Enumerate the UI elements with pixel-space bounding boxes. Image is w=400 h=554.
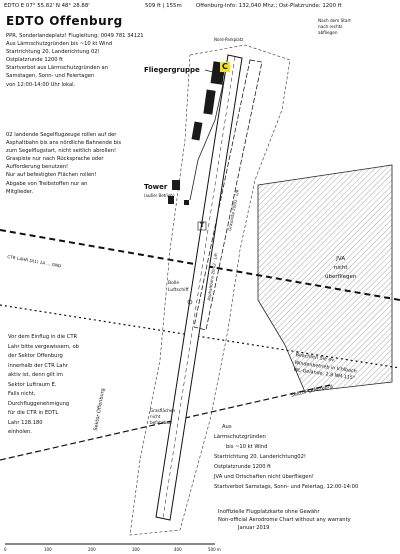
scale-500: 500 m <box>208 547 221 552</box>
remark-line: Falls nicht, <box>8 391 36 397</box>
remark-line: Sektor Luftraum E. <box>8 381 57 388</box>
scale-200: 200 <box>88 547 96 552</box>
remark-line: Lahr bitte vergewissern, ob <box>8 343 79 350</box>
windsock-icon <box>187 299 193 305</box>
hangar-2 <box>203 89 216 115</box>
nicht-befahrbar-label: Grasflächen nicht befahrbar! <box>150 408 176 425</box>
scale-400: 400 <box>174 547 182 552</box>
remark-line: Abgabe von Treibstoffen nur an <box>6 180 88 187</box>
disclaimer-line: Januar 2019 <box>238 525 270 532</box>
remark-line: Lahr 128.180 <box>8 419 43 426</box>
remark-line: Durchfluggenehmigung <box>8 400 70 407</box>
remark-line: für die CTR in EDTL <box>8 410 59 416</box>
remarks-mid: 02 landende Segelflugzeuge rollen auf de… <box>6 131 121 196</box>
remark-line: Aus <box>222 424 232 430</box>
remarks-bottom: Aus Lärmschutzgründen bis ~10 kt Wind St… <box>214 422 358 492</box>
remark-line: von 12:00-14:00 Uhr lokal. <box>6 81 76 88</box>
header-coords: EDTO E 07° 55.82' N 48° 28.88' <box>4 3 90 9</box>
remark-line: einholen. <box>8 429 32 435</box>
remarks-ctr: Vor dem Einflug in die CTR Lahr bitte ve… <box>8 333 79 438</box>
grass-runway <box>193 59 263 331</box>
remark-line: Graspiste nur nach Rücksprache oder <box>6 156 104 163</box>
c-marker: C <box>222 62 228 71</box>
remark-line: Samstagen, Sonn- und Feiertagen <box>6 73 95 80</box>
remark-line: Startverbot Samstags, Sonn- und Feiertag… <box>214 484 359 490</box>
remark-line: Lärmschutzgründen <box>214 434 266 440</box>
tower-sublabel: (außer Betrieb) <box>144 193 175 198</box>
remark-line: Ostplatzrunde 1200 ft <box>214 464 271 470</box>
header-elevation: 509 ft | 155m <box>145 3 182 9</box>
remark-line: Startrichtung 20, Landerichtung02! <box>214 454 306 460</box>
remark-line: Startverbot aus Lärmschutzgründen an <box>6 65 108 72</box>
jva-hatched-area <box>257 164 393 393</box>
schacht-note: Nach dem Start nach rechts abfliegen <box>318 18 351 35</box>
remark-line: PPR, Sonderlandeplatz! Flugleitung: 0049… <box>6 33 144 39</box>
t-marker-box <box>197 221 207 231</box>
t-marker: T <box>200 222 205 229</box>
remarks-top: PPR, Sonderlandeplatz! Flugleitung: 0049… <box>6 32 144 89</box>
hangar-5 <box>168 196 174 204</box>
hangar-4 <box>172 180 180 190</box>
hangar-3 <box>191 121 203 141</box>
remark-line: zum Segelflugstart, nicht seitlich abrol… <box>6 148 117 155</box>
remark-line: Nur auf befestigten Flächen rollen! <box>6 172 97 179</box>
remark-line: Mitglieder. <box>6 188 34 195</box>
bolle-label: Bolle Luftschiff <box>168 281 189 293</box>
page-title: EDTO Offenburg <box>6 14 123 28</box>
remark-line: aktiv ist, denn gilt im <box>8 372 63 378</box>
remark-line: Ostplatzrunde 1200 ft <box>6 57 63 64</box>
disclaimer: Inoffizielle Flugplatzkarte ohne Gewähr … <box>218 508 351 532</box>
nordpark-label: Nord-Parkplatz <box>214 37 244 42</box>
scale-100: 100 <box>44 547 52 552</box>
remark-line: Startrichtung 20, Landerichtung 02! <box>6 49 100 56</box>
remark-line: JVA und Ortschaften nicht überfliegen! <box>214 474 314 480</box>
remark-line: Aufforderung benutzen! <box>6 164 69 171</box>
disclaimer-line: Non-official Aerodrome Chart without any… <box>218 517 351 524</box>
runway-centerline <box>162 56 236 519</box>
remark-line: innerhalb der CTR Lahr <box>8 362 68 369</box>
remark-line: Vor dem Einflug in die CTR <box>8 334 78 340</box>
c-marker-bg <box>220 62 230 72</box>
remark-line: Aus Lärmschutzgründen bis ~10 kt Wind <box>6 41 113 48</box>
jva-label: JVA nicht überfliegen <box>325 256 357 280</box>
scale-0: 0 <box>4 547 7 552</box>
remark-line: Asphaltbahn bis ans nördliche Bahnende b… <box>6 140 122 147</box>
aerodrome-boundary <box>129 44 291 536</box>
disclaimer-line: Inoffizielle Flugplatzkarte ohne Gewähr <box>218 509 320 515</box>
hangar-6 <box>184 200 189 205</box>
remark-line: der Sektor Offenburg <box>8 353 63 359</box>
scale-300: 300 <box>132 547 140 552</box>
sector-offenburg-line-2 <box>0 384 331 461</box>
tower-label: Tower <box>144 183 168 191</box>
header-frequency: Offenburg-Info: 132,040 Mhz.; Ost-Platzr… <box>196 3 342 9</box>
flight-group-label: Fliegergruppe <box>144 66 200 74</box>
remark-line: bis ~10 kt Wind <box>226 444 268 450</box>
remark-line: 02 landende Segelflugzeuge rollen auf de… <box>6 132 117 138</box>
